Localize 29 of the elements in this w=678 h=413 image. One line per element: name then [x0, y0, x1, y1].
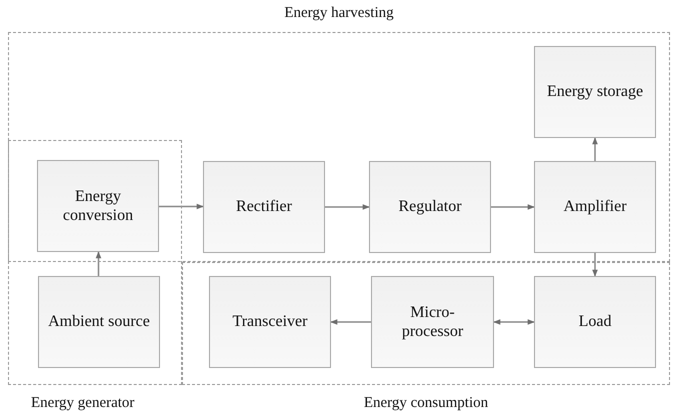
process-box [534, 46, 656, 138]
region-title: Energy consumption [364, 395, 488, 412]
box-label: Energy storage [546, 82, 644, 102]
box-label: Energy conversion [62, 186, 134, 226]
process-box [37, 160, 159, 252]
arrow [330, 319, 371, 325]
arrow [592, 253, 598, 277]
arrow [491, 204, 535, 210]
box-label: Load [578, 312, 612, 332]
arrow [493, 319, 535, 325]
process-box [203, 161, 325, 253]
box-label: Micro-processor [400, 302, 464, 342]
process-box [209, 276, 331, 368]
box-label: Amplifier [562, 197, 628, 217]
box-label: Rectifier [235, 197, 293, 217]
arrow [592, 137, 598, 161]
region-title: Energy harvesting [284, 5, 394, 22]
process-box [371, 276, 494, 368]
process-box [38, 276, 160, 368]
box-label: Regulator [397, 197, 463, 217]
arrow [159, 204, 204, 210]
region-title: Energy generator [31, 395, 134, 412]
box-label: Ambient source [47, 312, 151, 332]
arrow [325, 204, 370, 210]
process-box [534, 161, 656, 253]
process-box [369, 161, 491, 253]
process-box [534, 276, 656, 368]
arrow [96, 251, 102, 276]
box-label: Transceiver [232, 312, 308, 332]
